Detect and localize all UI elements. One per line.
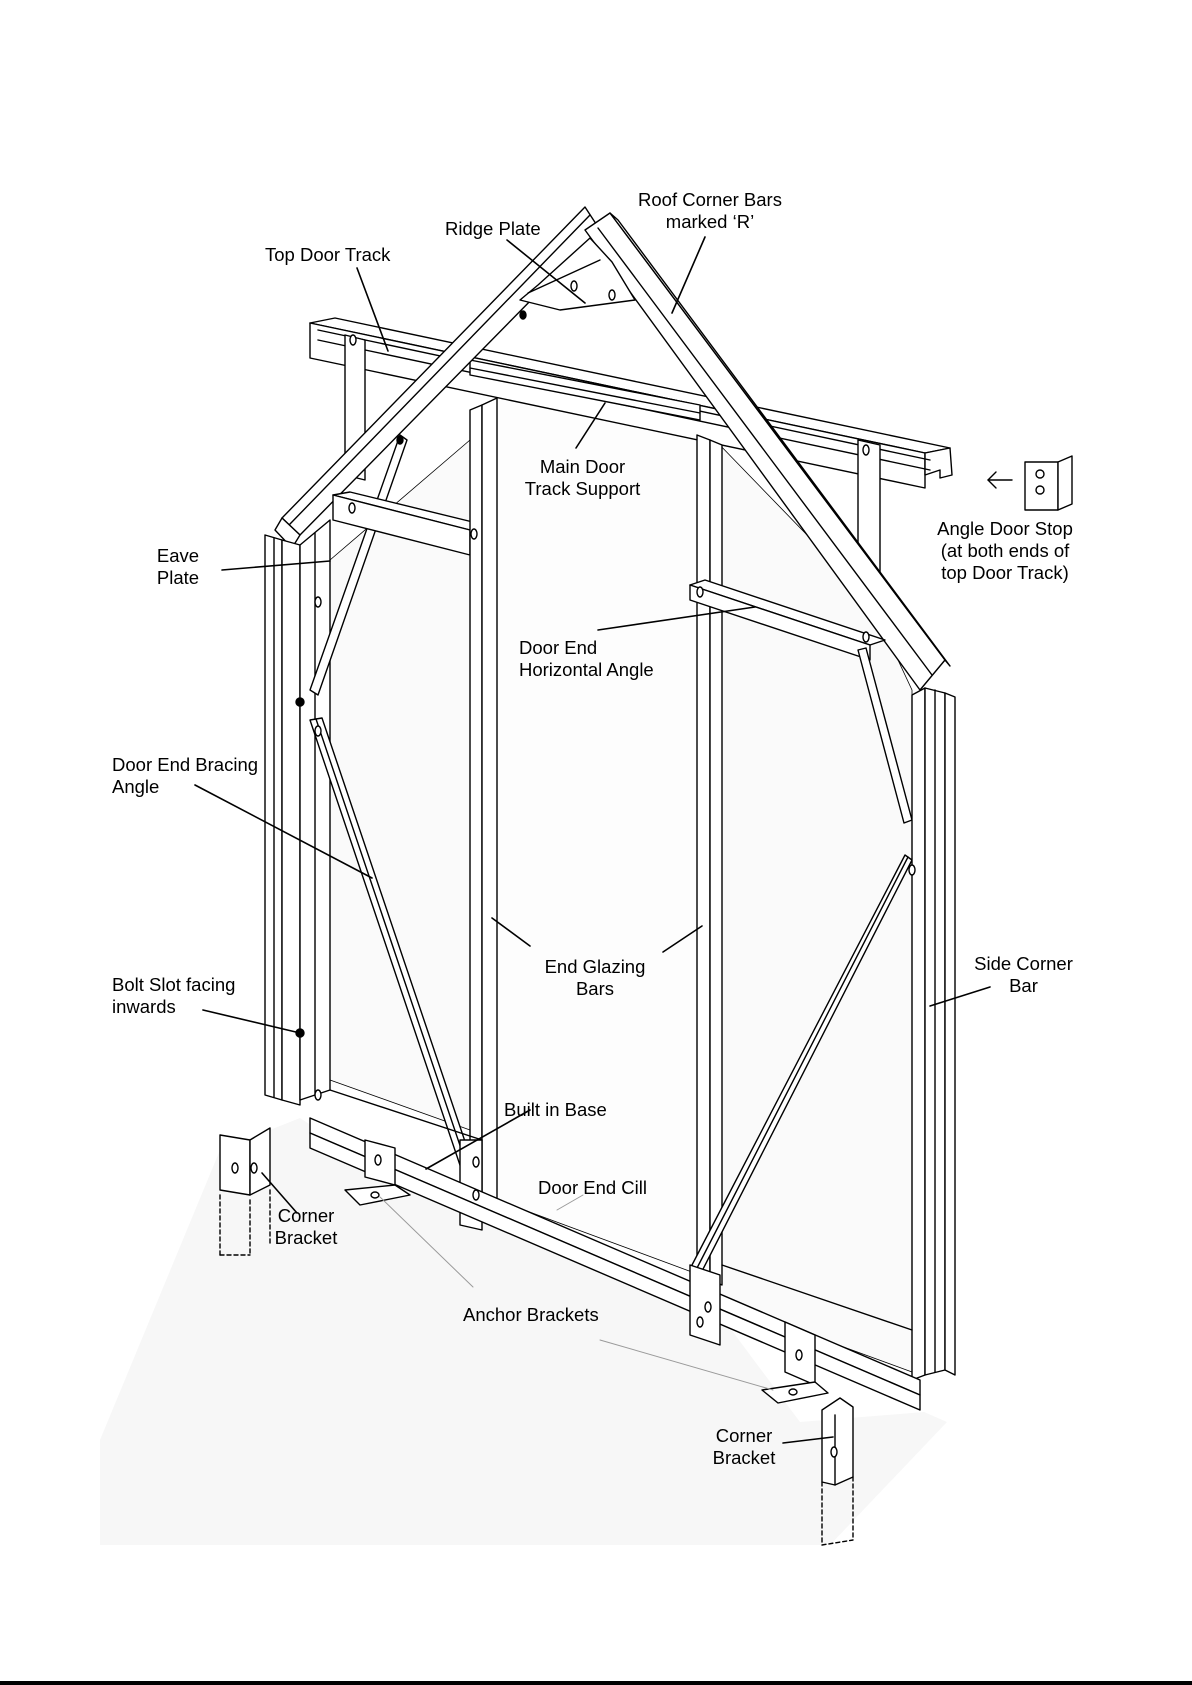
bolt-holes — [314, 280, 916, 1328]
end-glazing-bar-left — [469, 397, 498, 1201]
leader-lines-light — [379, 1194, 774, 1391]
corner-bracket-right — [821, 1397, 854, 1546]
label-main-door-track-support: Main Door Track Support — [524, 456, 641, 499]
ridge-plate — [519, 237, 636, 311]
side-corner-bar-right — [911, 687, 956, 1381]
door-end-cill — [309, 1089, 921, 1411]
door-end-horizontal-angle-right — [689, 579, 886, 661]
label-roof-corner-bars: Roof Corner Bars marked ‘R’ — [638, 189, 782, 232]
anchor-bracket-right — [761, 1321, 829, 1404]
side-corner-bar-left — [264, 534, 301, 1106]
leader-lines — [194, 236, 991, 1444]
angle-door-stop-detail — [1024, 455, 1073, 511]
label-built-in-base: Built in Base — [504, 1099, 607, 1120]
label-angle-door-stop: Angle Door Stop (at both ends of top Doo… — [937, 518, 1073, 583]
label-side-corner-bar: Side Corner Bar — [974, 953, 1073, 996]
label-bolt-slot: Bolt Slot facing inwards — [112, 974, 236, 1017]
corner-bracket-left — [219, 1127, 271, 1256]
label-eave-plate: Eave Plate — [156, 545, 200, 588]
arrow-icon — [987, 471, 1013, 489]
end-glazing-bar-right — [696, 434, 723, 1286]
label-door-end-cill: Door End Cill — [538, 1177, 647, 1198]
label-end-glazing-bars: End Glazing Bars — [544, 956, 646, 999]
label-anchor-brackets: Anchor Brackets — [463, 1304, 599, 1325]
eave-plate — [299, 519, 331, 1101]
anchor-bracket-left — [344, 1139, 411, 1206]
ground-plane — [100, 1118, 947, 1545]
label-door-end-bracing-angle: Door End Bracing Angle — [112, 754, 259, 797]
label-corner-bracket-right: Corner Bracket — [712, 1425, 776, 1468]
label-top-door-track: Top Door Track — [265, 244, 391, 265]
roof-corner-bar-right — [584, 212, 951, 691]
bottom-edge-rule — [0, 1681, 1192, 1685]
main-door-track-support — [469, 359, 701, 421]
label-door-end-horizontal-angle: Door End Horizontal Angle — [519, 637, 654, 680]
back-panel-centre — [496, 394, 701, 1276]
label-corner-bracket-left: Corner Bracket — [274, 1205, 338, 1248]
label-ridge-plate: Ridge Plate — [445, 218, 541, 239]
